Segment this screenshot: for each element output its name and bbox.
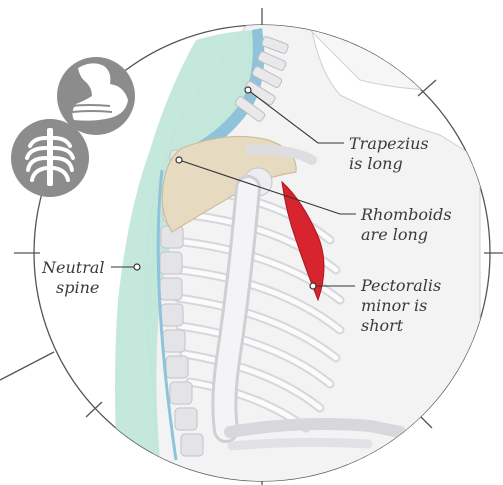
spine-label-line2: spine [42, 278, 105, 298]
trapezius-label-line1: Trapezius [349, 134, 429, 154]
pectoralis-label-line3: short [361, 316, 441, 336]
rhomboids-label-line1: Rhomboids [361, 205, 452, 225]
rhomboids-label-line2: are long [361, 225, 452, 245]
pectoralis-label: Pectoralis minor is short [361, 276, 441, 336]
rib-cage-icon [11, 119, 89, 197]
pectoralis-label-line2: minor is [361, 296, 441, 316]
flexed-arm-icon [57, 57, 135, 135]
spine-label: Neutral spine [42, 258, 105, 298]
pectoralis-label-line1: Pectoralis [361, 276, 441, 296]
rhomboids-label: Rhomboids are long [361, 205, 452, 245]
trapezius-label-line2: is long [349, 154, 429, 174]
spine-label-line1: Neutral [42, 258, 105, 278]
trapezius-label: Trapezius is long [349, 134, 429, 174]
